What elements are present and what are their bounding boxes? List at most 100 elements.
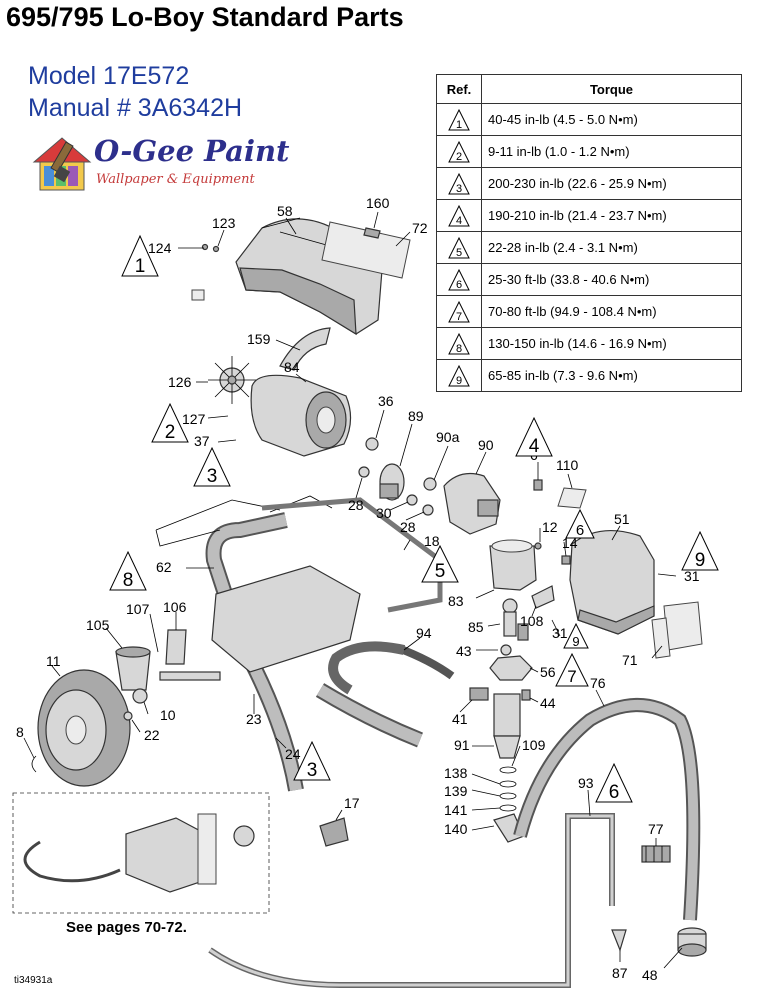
- part-28b: [422, 504, 434, 516]
- torque-header: Torque: [481, 74, 742, 104]
- torque-ref-triangle-icon: 6: [448, 268, 470, 291]
- callout-108: 108: [520, 613, 544, 629]
- callout-24: 24: [285, 746, 301, 762]
- torque-value: 40-45 in-lb (4.5 - 5.0 N•m): [481, 103, 742, 136]
- callout-58: 58: [277, 203, 293, 219]
- callout-159: 159: [247, 331, 271, 347]
- callout-123: 123: [212, 215, 236, 231]
- torque-value: 70-80 ft-lb (94.9 - 108.4 N•m): [481, 295, 742, 328]
- callout-105: 105: [86, 617, 110, 633]
- part-139: [499, 792, 517, 800]
- part-106: [165, 629, 187, 665]
- part-front-cover: [569, 530, 655, 635]
- part-8: [31, 755, 37, 773]
- callout-31a: 31: [684, 568, 700, 584]
- callout-62: 62: [156, 559, 172, 575]
- torque-ref-triangle-icon: 2: [448, 140, 470, 163]
- part-gear-housing: [443, 473, 501, 535]
- callout-91: 91: [454, 737, 470, 753]
- torque-ref-cell: 4: [436, 199, 482, 232]
- part-77: [641, 845, 671, 863]
- part-fan: [208, 356, 256, 404]
- torque-marker-9a: 9: [681, 530, 719, 571]
- callout-12: 12: [542, 519, 558, 535]
- callout-23: 23: [246, 711, 262, 727]
- torque-ref-cell: 5: [436, 231, 482, 264]
- part-gear-89: [379, 463, 405, 501]
- svg-text:6: 6: [576, 522, 584, 539]
- torque-ref-triangle-icon: 1: [448, 108, 470, 131]
- svg-text:4: 4: [529, 436, 540, 457]
- svg-text:2: 2: [165, 422, 176, 443]
- callout-72: 72: [412, 220, 428, 236]
- torque-marker-3a: 3: [193, 446, 231, 487]
- callout-44: 44: [540, 695, 556, 711]
- torque-value: 25-30 ft-lb (33.8 - 40.6 N•m): [481, 263, 742, 296]
- part-108: [531, 585, 555, 609]
- svg-text:2: 2: [456, 151, 462, 163]
- svg-text:7: 7: [567, 667, 576, 686]
- part-109: [499, 766, 517, 774]
- callout-89: 89: [408, 408, 424, 424]
- callout-14: 14: [562, 535, 578, 551]
- svg-text:3: 3: [456, 183, 462, 195]
- part-14: [561, 555, 571, 565]
- svg-text:6: 6: [609, 782, 620, 803]
- leader-lines: [23, 211, 683, 969]
- part-wheel: [37, 669, 131, 787]
- callout-28a: 28: [348, 497, 364, 513]
- torque-ref-triangle-icon: 8: [448, 332, 470, 355]
- torque-ref-triangle-icon: 4: [448, 204, 470, 227]
- part-44: [521, 689, 531, 701]
- svg-text:5: 5: [435, 561, 446, 582]
- part-48: [677, 927, 707, 957]
- torque-marker-4: 4: [515, 416, 553, 457]
- callout-8: 8: [16, 724, 24, 740]
- torque-ref-triangle-icon: 3: [448, 172, 470, 195]
- callout-109: 109: [522, 737, 546, 753]
- callout-126: 126: [168, 374, 192, 390]
- torque-marker-5: 5: [421, 544, 459, 583]
- callout-83: 83: [448, 593, 464, 609]
- part-drain-tube: [208, 813, 615, 988]
- callout-107: 107: [126, 601, 150, 617]
- callout-36: 36: [378, 393, 394, 409]
- callout-48: 48: [642, 967, 658, 983]
- inset-sprayer-sketch: [23, 813, 255, 893]
- callout-51: 51: [614, 511, 630, 527]
- torque-marker-7: 7: [555, 652, 589, 687]
- torque-ref-triangle-icon: 5: [448, 236, 470, 259]
- part-56: [489, 655, 533, 681]
- see-pages-note: See pages 70-72.: [66, 919, 187, 936]
- torque-ref-triangle-icon: 9: [448, 364, 470, 387]
- inset-box: [12, 792, 270, 914]
- callout-90: 90: [478, 437, 494, 453]
- part-41: [469, 687, 489, 701]
- callout-41: 41: [452, 711, 468, 727]
- part-10: [132, 688, 148, 704]
- torque-marker-6a: 6: [565, 508, 595, 539]
- torque-value: 65-85 in-lb (7.3 - 9.6 N•m): [481, 359, 742, 392]
- part-suction-hose: [513, 698, 701, 921]
- callout-76: 76: [590, 675, 606, 691]
- callout-94: 94: [416, 625, 432, 641]
- callout-17: 17: [344, 795, 360, 811]
- callout-43: 43: [456, 643, 472, 659]
- part-axle: [159, 671, 221, 681]
- logo-tagline: Wallpaper & Equipment: [96, 172, 255, 187]
- callout-56: 56: [540, 664, 556, 680]
- callout-140: 140: [444, 821, 468, 837]
- part-94-fitting: [396, 644, 455, 680]
- callout-106: 106: [163, 599, 187, 615]
- callout-28b: 28: [400, 519, 416, 535]
- o-gee-paint-logo: O-Gee Paint Wallpaper & Equipment: [30, 132, 300, 196]
- callout-85: 85: [468, 619, 484, 635]
- callout-141: 141: [444, 802, 468, 818]
- callout-160: 160: [366, 195, 390, 211]
- part-6: [533, 479, 543, 491]
- torque-ref-cell: 7: [436, 295, 482, 328]
